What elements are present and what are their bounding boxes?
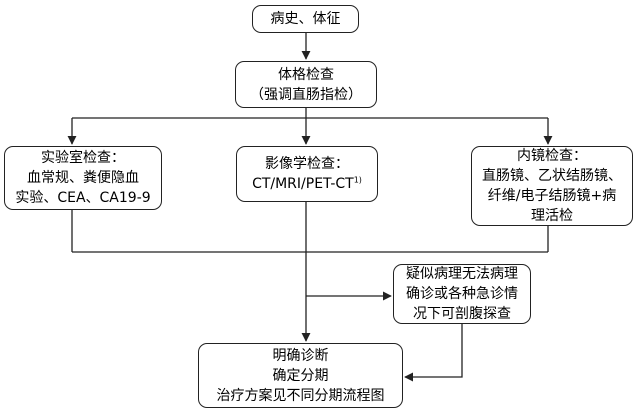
node-diagnosis-line-2: 确定分期 bbox=[272, 367, 329, 384]
node-diagnosis-line-3: 治疗方案见不同分期流程图 bbox=[216, 387, 385, 404]
node-diagnosis: 明确诊断 确定分期 治疗方案见不同分期流程图 bbox=[198, 343, 403, 408]
node-suspect-line-2: 确诊或各种急诊情 bbox=[406, 286, 518, 302]
node-physical-line-2: （强调直肠指检） bbox=[250, 86, 362, 103]
node-imaging: 影像学检查： CT/MRI/PET-CT1) bbox=[236, 146, 378, 202]
node-imaging-footnote: 1) bbox=[353, 175, 362, 185]
node-history-line-1: 病史、体征 bbox=[270, 11, 341, 27]
node-suspect: 疑似病理无法病理 确诊或各种急诊情 况下可剖腹探查 bbox=[393, 264, 531, 324]
node-endoscopy-line-4: 理活检 bbox=[531, 208, 573, 224]
node-diagnosis-line-1: 明确诊断 bbox=[272, 347, 329, 364]
node-lab-line-2: 血常规、粪便隐血 bbox=[27, 170, 139, 186]
node-lab-line-3: 实验、CEA、CA19-9 bbox=[15, 190, 151, 206]
node-endoscopy-line-3: 纤维/电子结肠镜+病 bbox=[487, 188, 617, 204]
node-lab: 实验室检查： 血常规、粪便隐血 实验、CEA、CA19-9 bbox=[4, 146, 162, 210]
node-suspect-line-3: 况下可剖腹探查 bbox=[413, 306, 511, 322]
node-imaging-line-1: 影像学检查： bbox=[265, 156, 349, 172]
node-physical: 体格检查 （强调直肠指检） bbox=[235, 61, 377, 108]
node-endoscopy-line-1: 内镜检查： bbox=[517, 148, 587, 164]
node-imaging-line-2: CT/MRI/PET-CT1) bbox=[237, 174, 377, 194]
node-imaging-modalities: CT/MRI/PET-CT bbox=[252, 176, 354, 192]
node-endoscopy-line-2: 直肠镜、乙状结肠镜、 bbox=[482, 168, 622, 184]
node-physical-line-1: 体格检查 bbox=[278, 66, 334, 83]
node-endoscopy: 内镜检查： 直肠镜、乙状结肠镜、 纤维/电子结肠镜+病 理活检 bbox=[471, 146, 633, 226]
node-suspect-line-1: 疑似病理无法病理 bbox=[406, 266, 518, 282]
node-lab-line-1: 实验室检查： bbox=[41, 150, 125, 166]
edge-suspect-diagnosis bbox=[404, 324, 463, 382]
node-history: 病史、体征 bbox=[252, 5, 359, 33]
